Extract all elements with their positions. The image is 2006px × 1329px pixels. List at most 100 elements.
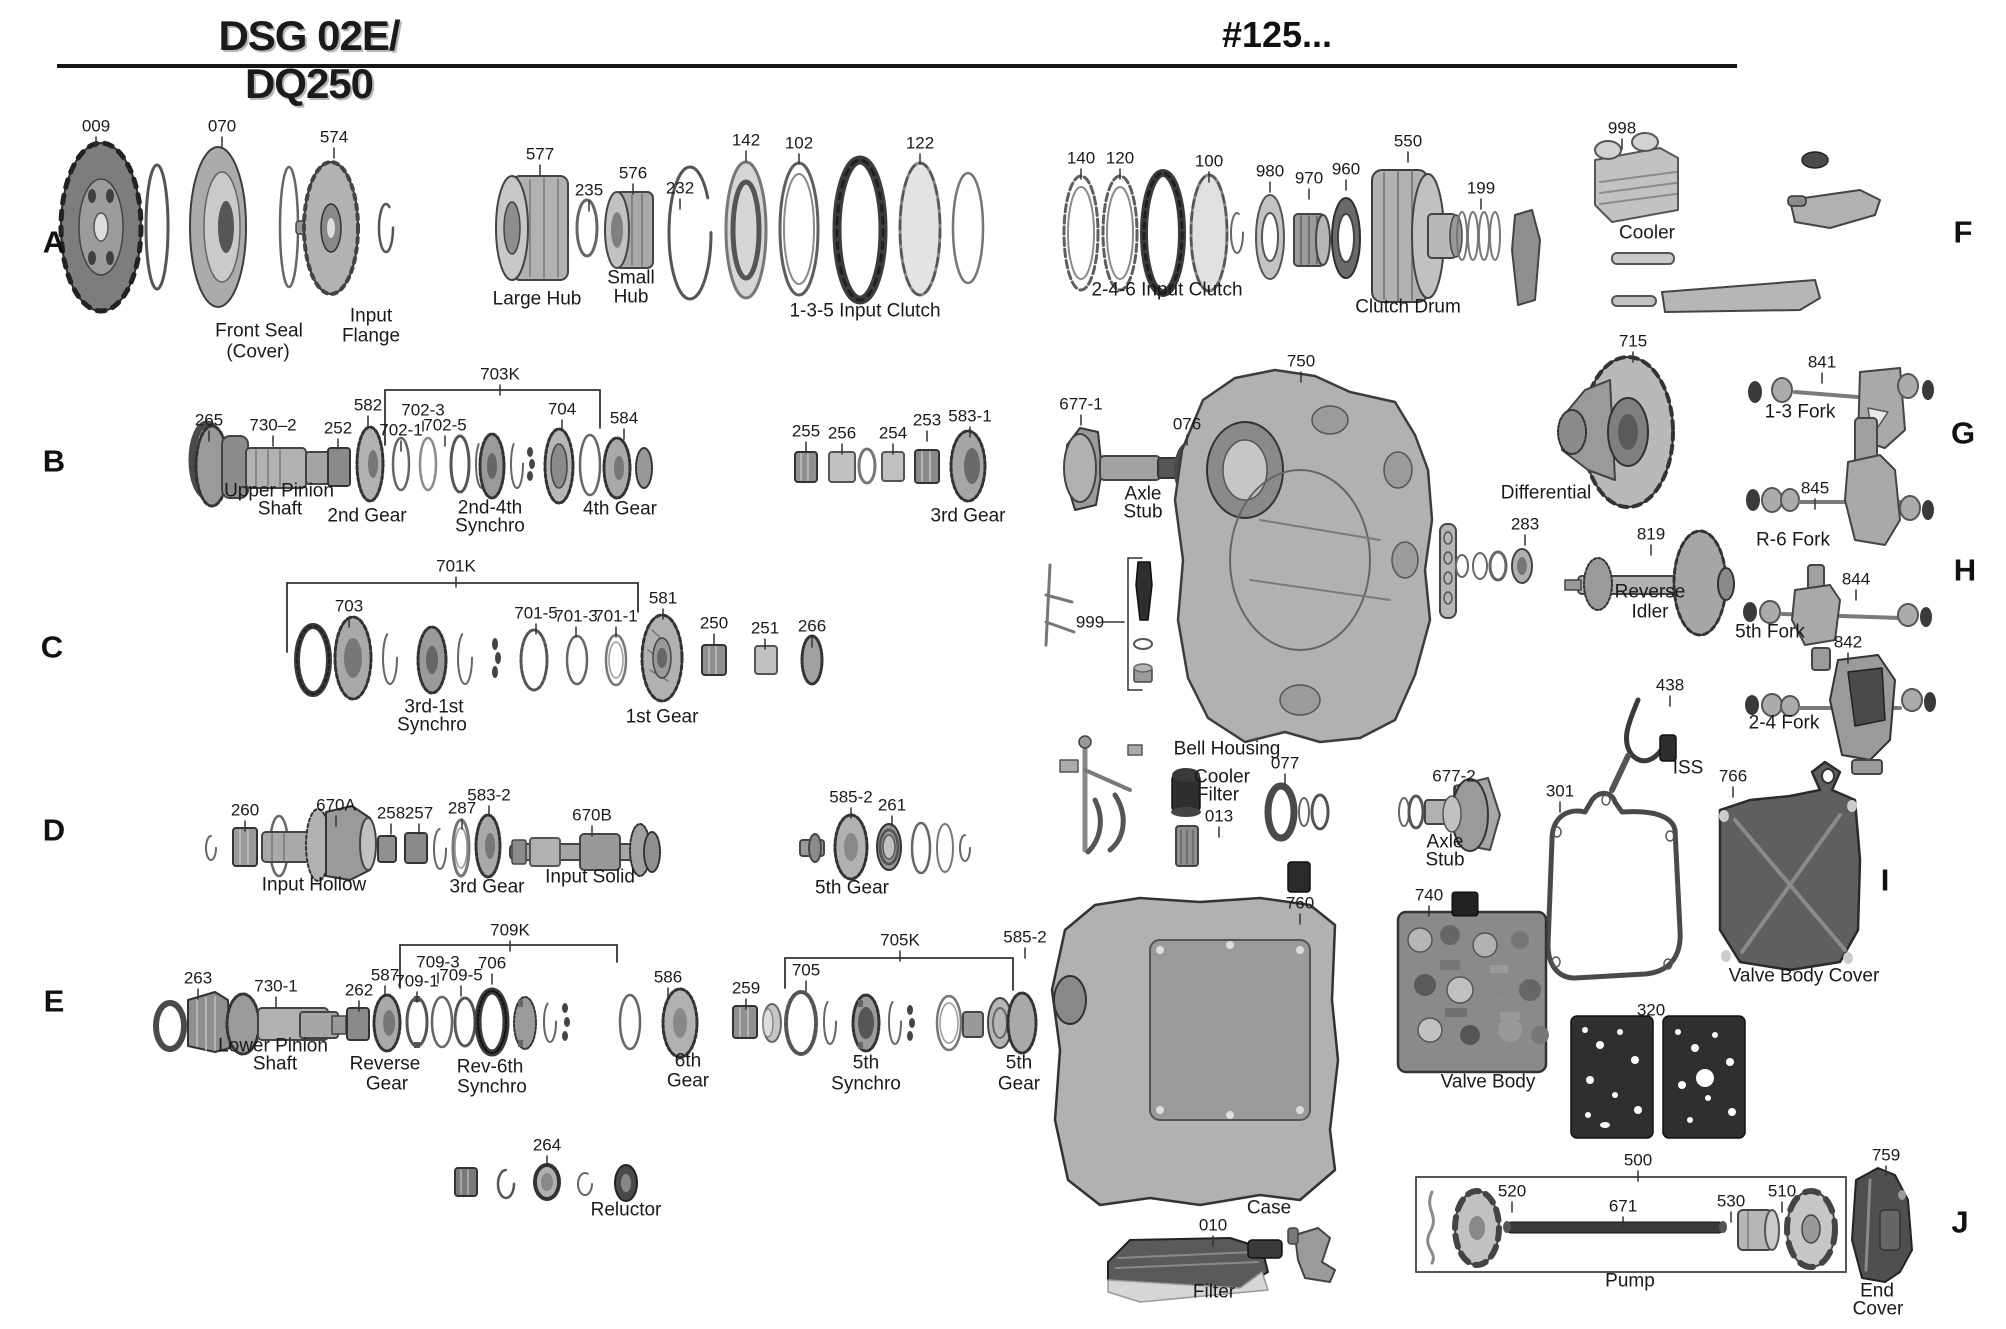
valve-body-cover <box>1718 760 1862 972</box>
part-shape <box>477 990 507 1054</box>
part-shape <box>1787 195 1807 207</box>
part-shape <box>1784 1188 1838 1270</box>
part-name-differential: Differential <box>1500 482 1592 504</box>
part-number-585-2: 585-2 <box>829 787 873 807</box>
part-name-3rd-gear: 3rd Gear <box>930 505 1006 527</box>
part-shape <box>426 646 438 674</box>
part-name-6th: 6th <box>674 1050 702 1072</box>
part-shape <box>550 443 568 489</box>
part-shape <box>1172 768 1200 782</box>
part-shape <box>1460 1025 1480 1045</box>
part-shape <box>430 995 454 1049</box>
part-shape <box>1261 212 1279 262</box>
part-shape <box>1600 1122 1610 1128</box>
part-shape <box>858 1042 863 1049</box>
part-shape <box>1391 541 1419 579</box>
part-shape <box>1691 1044 1699 1052</box>
part-name-1-3-fork: 1-3 Fork <box>1764 401 1836 423</box>
section-letter-b: B <box>42 443 66 479</box>
part-shape <box>851 993 881 1053</box>
pawl-lever <box>1511 209 1541 306</box>
part-name-hub: Hub <box>613 286 649 308</box>
part-shape <box>823 999 837 1045</box>
part-number-702-3: 702-3 <box>401 400 445 420</box>
part-shape <box>1599 182 1677 194</box>
part-number-706: 706 <box>477 953 507 973</box>
part-shape <box>1472 552 1488 580</box>
part-number-759: 759 <box>1871 1145 1901 1165</box>
part-shape <box>857 447 877 485</box>
part-number-701-3: 701-3 <box>554 606 598 626</box>
part-shape <box>344 638 362 678</box>
part-shape <box>478 432 506 500</box>
part-shape <box>296 625 330 695</box>
part-shape <box>1687 1117 1693 1123</box>
part-name-small: Small <box>607 267 655 289</box>
part-number-301: 301 <box>1545 781 1575 801</box>
part-shape <box>1552 826 1562 838</box>
part-number-009: 009 <box>81 116 111 136</box>
part-number-077: 077 <box>1270 753 1300 773</box>
part-shape <box>1446 976 1474 1004</box>
part-number-259: 259 <box>731 978 761 998</box>
part-shape <box>1847 667 1886 727</box>
part-name-shaft: Shaft <box>252 1053 298 1075</box>
part-shape <box>1467 211 1479 261</box>
part-name-clutch-drum: Clutch Drum <box>1355 296 1461 318</box>
part-shape <box>565 634 589 686</box>
part-shape <box>1764 1209 1780 1251</box>
part-number-520: 520 <box>1497 1181 1527 1201</box>
part-shape <box>1659 734 1677 762</box>
part-shape <box>1490 965 1508 973</box>
part-shape <box>88 251 96 265</box>
part-shape <box>1601 794 1611 806</box>
part-shape <box>327 218 335 238</box>
part-shape <box>1661 279 1821 313</box>
part-shape <box>496 1168 516 1200</box>
part-number-260: 260 <box>230 800 260 820</box>
part-number-705k: 705K <box>880 930 920 950</box>
part-shape <box>1759 600 1781 624</box>
part-shape <box>881 451 905 482</box>
part-shape <box>1156 946 1164 954</box>
part-shape <box>562 1031 568 1041</box>
part-number-013: 013 <box>1204 806 1234 826</box>
part-shape <box>1780 488 1800 512</box>
part-shape <box>1142 171 1184 295</box>
part-shape <box>1761 487 1783 513</box>
part-shape <box>1899 495 1921 521</box>
part-name-gear: Gear <box>365 1073 409 1095</box>
part-shape <box>1678 1081 1686 1089</box>
part-shape <box>936 823 954 873</box>
part-shape <box>1222 439 1268 501</box>
part-shape <box>784 990 818 1056</box>
part-shape <box>1740 813 1842 954</box>
iss-sensor <box>1624 697 1668 764</box>
part-number-251: 251 <box>750 618 780 638</box>
part-name-lower-pinion: Lower Pinion <box>218 1035 328 1057</box>
part-shape <box>640 613 684 703</box>
part-shape <box>1488 550 1508 582</box>
part-shape <box>1451 891 1479 917</box>
part-shape <box>1085 797 1103 855</box>
part-shape <box>1719 1221 1727 1233</box>
part-number-320: 320 <box>1636 1000 1666 1020</box>
part-shape <box>1879 1209 1901 1251</box>
part-shape <box>485 833 495 859</box>
part-shape <box>1053 975 1087 1025</box>
part-shape <box>778 161 820 297</box>
part-shape <box>383 1010 395 1036</box>
part-shape <box>1099 455 1161 481</box>
part-shape <box>962 1011 984 1038</box>
part-shape <box>1696 1069 1714 1087</box>
part-shape <box>1721 950 1731 962</box>
part-number-584: 584 <box>609 408 639 428</box>
part-shape <box>333 615 373 701</box>
part-shape <box>835 158 885 302</box>
part-shape <box>754 645 778 675</box>
part-shape <box>1586 1076 1594 1084</box>
part-shape <box>302 160 360 296</box>
part-shape <box>1531 1026 1549 1044</box>
part-shape <box>888 999 902 1045</box>
